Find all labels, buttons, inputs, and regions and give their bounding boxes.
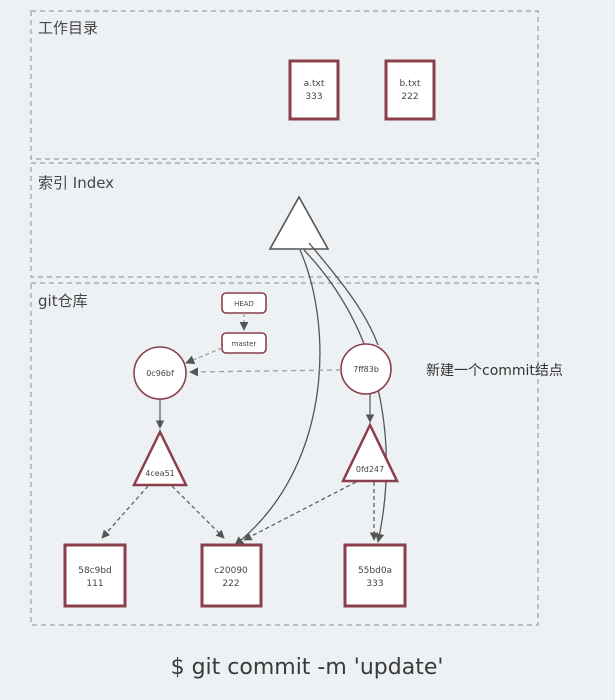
new-commit-node	[340, 343, 392, 395]
working-dir-label: 工作目录	[38, 19, 98, 37]
new-tree-id: 0fd247	[356, 465, 384, 474]
master-ref-box	[221, 332, 267, 354]
repo-label: git仓库	[38, 292, 88, 310]
index-tree-node	[268, 195, 330, 250]
old-tree-to-58c9bd-arrow	[101, 485, 149, 539]
file-content-b: 222	[401, 92, 418, 102]
master-ref-label: master	[232, 340, 257, 348]
file-name-b: b.txt	[400, 79, 421, 89]
new-commit-id: 7ff83b	[353, 365, 379, 374]
new-to-old-commit-arrow	[189, 367, 342, 377]
index-label: 索引 Index	[38, 174, 114, 192]
blob-id-55bd0a: 55bd0a	[358, 566, 392, 576]
command-caption: $ git commit -m 'update'	[171, 655, 444, 680]
file-box-b	[384, 59, 436, 121]
blob-content-55bd0a: 333	[366, 579, 383, 589]
old-tree-id: 4cea51	[145, 469, 175, 478]
working-dir-section	[30, 10, 539, 160]
new-tree-to-c20090-arrow	[243, 481, 357, 541]
old-commit-id: 0c96bf	[146, 369, 174, 378]
index-to-new-commit-line	[308, 242, 379, 346]
blob-content-c20090: 222	[222, 579, 239, 589]
file-box-a	[288, 59, 340, 121]
repo-section	[30, 282, 539, 626]
blob-id-c20090: c20090	[214, 566, 248, 576]
annotation-text: 新建一个commit结点	[426, 363, 563, 379]
blob-box-58c9bd	[63, 543, 127, 608]
blob-box-c20090	[200, 543, 263, 608]
old-tree-to-c20090-arrow	[171, 485, 225, 539]
blob-content-58c9bd: 111	[86, 579, 103, 589]
index-to-c20090-line	[234, 249, 321, 546]
file-name-a: a.txt	[304, 79, 325, 89]
blob-id-58c9bd: 58c9bd	[78, 566, 112, 576]
master-to-old-commit-arrow	[185, 347, 223, 365]
old-tree-node	[131, 429, 189, 487]
index-section	[30, 162, 539, 278]
new-tree-node	[341, 422, 399, 483]
head-ref-label: HEAD	[234, 300, 254, 308]
file-content-a: 333	[305, 92, 322, 102]
blob-box-55bd0a	[343, 543, 407, 608]
